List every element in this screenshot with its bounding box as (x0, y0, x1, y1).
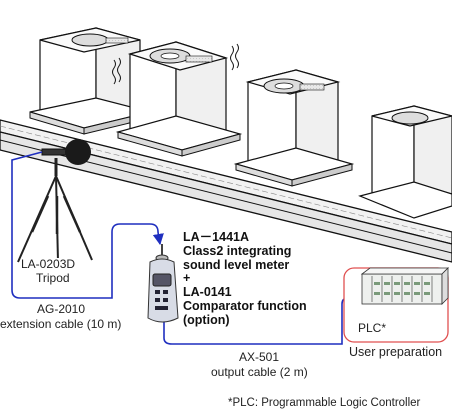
meter-desc-line1: Class2 integrating (183, 244, 292, 258)
footnote: *PLC: Programmable Logic Controller (228, 397, 421, 409)
extension-cable-model-label: AG-2010 (37, 302, 86, 316)
option-line2-label: (option) (183, 313, 230, 327)
machine-1 (29, 27, 151, 135)
tripod-model-label: LA-0203D (21, 257, 76, 271)
machine-2 (115, 41, 243, 157)
plc-device-icon (360, 267, 449, 305)
output-cable-desc-label: output cable (2 m) (211, 365, 308, 379)
vibration-marks (112, 43, 239, 85)
meter-desc-line2: sound level meter (183, 258, 290, 272)
tripod-name-label: Tripod (36, 271, 70, 285)
extension-cable-desc-label: extension cable (10 m) (0, 317, 122, 331)
machine-4 (358, 105, 452, 219)
output-cable-model-label: AX-501 (239, 350, 280, 364)
option-line1-label: Comparator function (183, 299, 307, 313)
meter-model-label: LA－1441A (183, 230, 249, 244)
machine-3 (233, 69, 355, 187)
meter-plus-label: + (183, 271, 191, 285)
tripod-icon (17, 158, 93, 263)
plc-label: PLC* (358, 321, 387, 335)
extension-cable (11, 151, 164, 299)
option-model-label: LA-0141 (183, 285, 232, 299)
plc-caption: User preparation (349, 345, 443, 359)
sound-level-meter-icon (147, 244, 179, 323)
